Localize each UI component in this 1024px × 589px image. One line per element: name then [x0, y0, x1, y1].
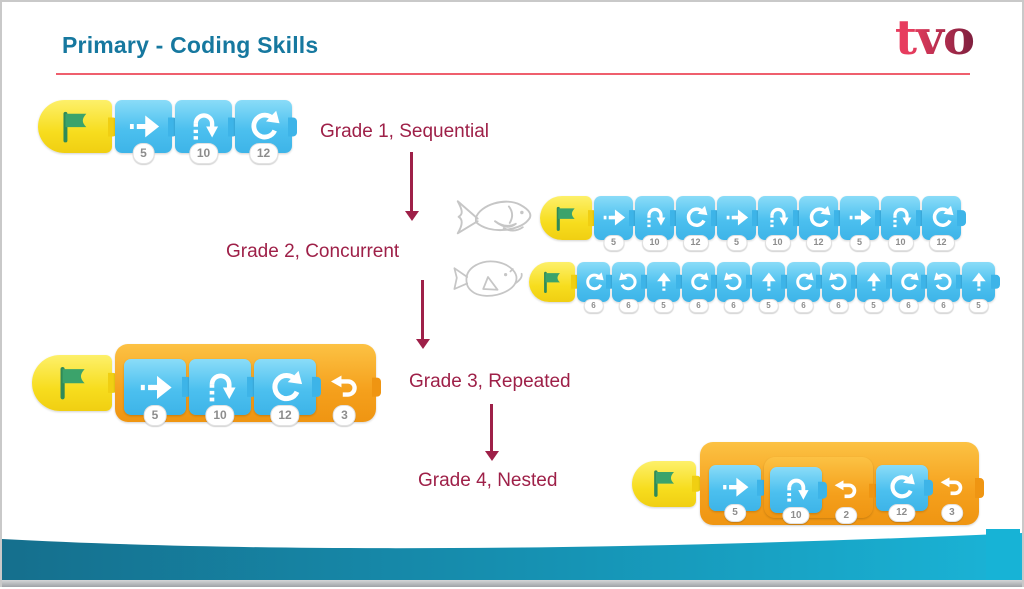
block-turn: 12 [235, 100, 292, 164]
label-grade3: Grade 3, Repeated [409, 371, 571, 392]
param-badge: 12 [888, 504, 916, 522]
param-badge: 6 [933, 298, 954, 313]
repeat-loop-icon: 2 [825, 467, 868, 524]
repeat-block: 5 10 12 3 [115, 344, 376, 426]
block-turnl: 6 [822, 262, 855, 313]
param-badge: 5 [725, 235, 748, 251]
block-turn: 12 [676, 196, 715, 251]
repeat-block: 5 10 2 12 3 [700, 442, 980, 525]
block-turnl: 6 [927, 262, 960, 313]
repeat-loop-icon: 3 [319, 359, 370, 426]
block-up: 5 [962, 262, 995, 313]
param-badge: 10 [764, 235, 791, 251]
slender-fish-icon [451, 190, 539, 242]
block-turn: 12 [254, 359, 316, 426]
param-badge: 5 [758, 298, 779, 313]
block-turn: 6 [577, 262, 610, 313]
repeat-loop-icon: 3 [931, 465, 974, 522]
arrow-grade1-to-grade2 [410, 152, 413, 212]
param-badge: 5 [132, 143, 155, 164]
block-hop: 10 [770, 467, 822, 524]
start-flag-block [32, 355, 112, 411]
block-hop: 10 [189, 359, 251, 426]
arrow-grade3-to-grade4 [490, 404, 493, 452]
param-badge: 12 [248, 143, 279, 164]
label-grade1: Grade 1, Sequential [320, 121, 490, 142]
block-turn: 12 [799, 196, 838, 251]
bottom-wave [2, 529, 1022, 582]
arrow-grade2-to-grade3 [421, 280, 424, 340]
block-up: 5 [752, 262, 785, 313]
program-grade4-nested: 5 10 2 12 3 [632, 442, 980, 525]
block-move: 5 [115, 100, 172, 164]
block-turn: 6 [892, 262, 925, 313]
param-badge: 10 [188, 143, 219, 164]
block-turnl: 6 [612, 262, 645, 313]
param-badge: 6 [898, 298, 919, 313]
block-up: 5 [857, 262, 890, 313]
title-underline [56, 73, 970, 75]
param-badge: 5 [724, 504, 746, 522]
param-badge: 5 [143, 405, 167, 426]
param-badge: 12 [805, 235, 832, 251]
block-turnl: 6 [717, 262, 750, 313]
param-badge: 6 [793, 298, 814, 313]
param-badge: 12 [270, 405, 300, 426]
repeat-block: 10 2 [764, 457, 873, 524]
block-hop: 10 [175, 100, 232, 164]
start-flag-block [529, 262, 575, 302]
block-turn: 12 [922, 196, 961, 251]
block-move: 5 [717, 196, 756, 251]
param-badge: 6 [618, 298, 639, 313]
block-turn: 6 [787, 262, 820, 313]
param-badge: 10 [782, 506, 810, 524]
label-grade4: Grade 4, Nested [418, 470, 558, 491]
block-hop: 10 [881, 196, 920, 251]
block-up: 5 [647, 262, 680, 313]
block-move: 5 [840, 196, 879, 251]
param-badge: 6 [723, 298, 744, 313]
program-grade2-concurrent-top: 5 10 12 5 10 12 5 10 12 [540, 196, 961, 251]
param-badge: 5 [863, 298, 884, 313]
param-badge: 10 [887, 235, 914, 251]
block-turn: 12 [875, 464, 928, 522]
param-badge: 12 [928, 235, 955, 251]
block-move: 5 [124, 359, 186, 426]
param-badge: 10 [641, 235, 668, 251]
block-turn: 6 [682, 262, 715, 313]
round-fish-icon [448, 253, 528, 309]
param-badge: 2 [835, 506, 858, 524]
block-hop: 10 [758, 196, 797, 251]
start-flag-block [540, 196, 592, 240]
param-badge: 6 [583, 298, 604, 313]
param-badge: 5 [968, 298, 989, 313]
param-badge: 5 [602, 235, 625, 251]
tvo-logo: tvo [894, 10, 975, 66]
block-move: 5 [594, 196, 633, 251]
page-title: Primary - Coding Skills [62, 32, 319, 58]
label-grade2: Grade 2, Concurrent [226, 241, 400, 262]
start-flag-block [38, 100, 112, 153]
block-hop: 10 [635, 196, 674, 251]
param-badge: 5 [653, 298, 674, 313]
block-move: 5 [709, 464, 761, 522]
param-badge: 5 [848, 235, 871, 251]
param-badge: 10 [205, 405, 235, 426]
param-badge: 3 [333, 405, 356, 426]
param-badge: 6 [688, 298, 709, 313]
start-flag-block [632, 460, 696, 507]
param-badge: 12 [682, 235, 709, 251]
param-badge: 3 [941, 504, 963, 522]
param-badge: 6 [828, 298, 849, 313]
program-grade1-sequential: 5 10 12 [38, 100, 292, 164]
program-grade3-repeated: 5 10 12 3 [32, 344, 376, 426]
slide-bottom-edge [2, 580, 1022, 587]
